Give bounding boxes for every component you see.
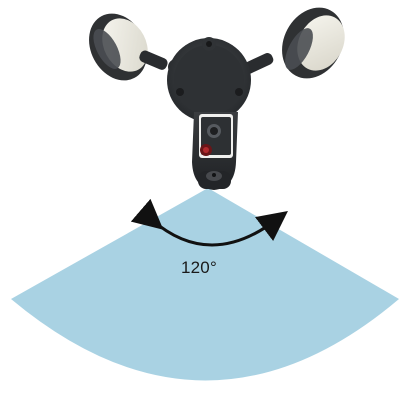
fixture-hub [167,37,251,122]
camera-housing [192,112,238,190]
left-lamp-icon [89,13,184,81]
angle-label: 120° [181,258,217,277]
coverage-area [11,188,399,381]
double-headed-curved-arrow-icon [130,198,288,247]
